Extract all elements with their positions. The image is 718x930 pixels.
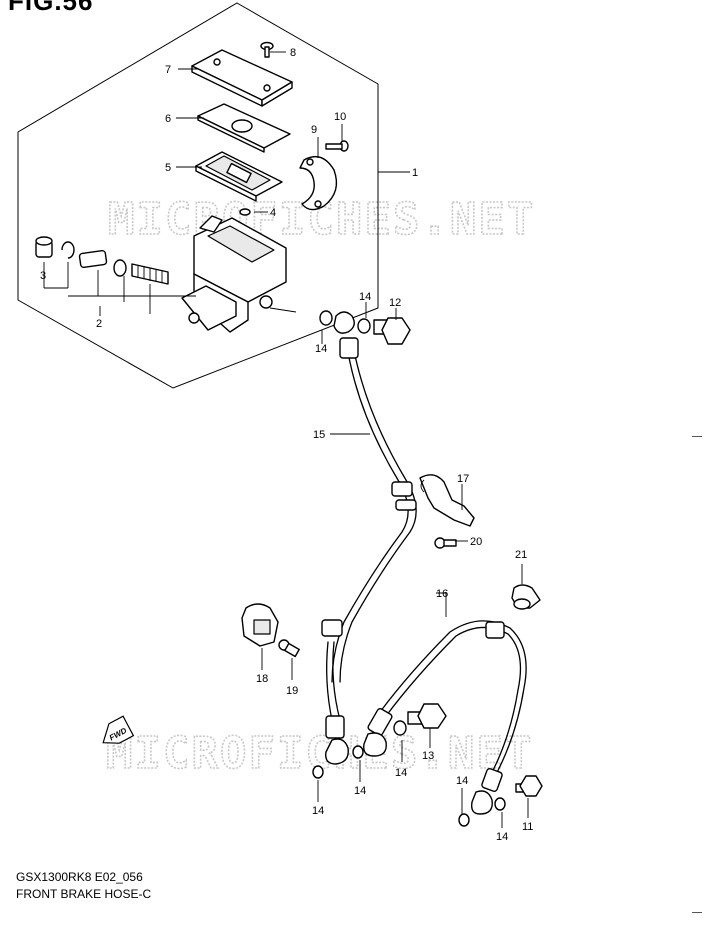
- diaphragm-plate: [197, 103, 291, 153]
- bolt-20: [434, 537, 457, 549]
- callout-18: 18: [256, 673, 268, 685]
- watermark-top: MICROFICHES.NET: [108, 194, 535, 245]
- callout-3: 3: [40, 270, 46, 282]
- holder-clamp: [299, 156, 338, 211]
- callout-8: 8: [290, 47, 296, 59]
- callout-5: 5: [165, 162, 171, 174]
- callout-14-d: 14: [354, 785, 366, 797]
- callout-19: 19: [286, 685, 298, 697]
- fwd-arrow-icon: FWD: [102, 715, 135, 744]
- hose-clamp-17: [419, 474, 475, 527]
- master-cylinder-body: [181, 215, 297, 333]
- callout-14-b: 14: [315, 343, 327, 355]
- washers: [312, 745, 506, 827]
- callout-20: 20: [470, 536, 482, 548]
- callout-14-f: 14: [456, 775, 468, 787]
- callout-9: 9: [311, 124, 317, 136]
- callout-numbers: 1 2 3 4 5 6 7 8 9 10 11 12 13 14 14 14 1…: [40, 47, 533, 843]
- callout-6: 6: [165, 113, 171, 125]
- callout-12: 12: [389, 297, 401, 309]
- callout-4: 4: [270, 207, 276, 219]
- reservoir-cap: [191, 49, 293, 107]
- callout-14-c: 14: [395, 767, 407, 779]
- callout-16: 16: [436, 588, 448, 600]
- piston-set: [35, 236, 169, 285]
- hose-clamp-18: [241, 603, 279, 647]
- hose-clamp-21: [511, 584, 541, 610]
- upper-brake-hose: [319, 310, 417, 765]
- callout-7: 7: [165, 64, 171, 76]
- union-bolt-11: [515, 775, 543, 797]
- assembly-outline: [17, 2, 379, 389]
- union-bolt-upper: [357, 317, 411, 345]
- callout-15: 15: [313, 429, 325, 441]
- clamp-bolt: [325, 140, 349, 152]
- callout-14-e: 14: [312, 805, 324, 817]
- figure-name: FRONT BRAKE HOSE-C: [16, 887, 152, 901]
- figure-title: FIG.56: [8, 0, 94, 16]
- small-screw: [239, 208, 251, 216]
- leader-lines: [43, 51, 529, 828]
- callout-14-a: 14: [359, 291, 371, 303]
- callout-21: 21: [515, 549, 527, 561]
- diaphragm: [195, 151, 283, 202]
- callout-11: 11: [522, 821, 533, 833]
- callout-13: 13: [422, 750, 434, 762]
- callout-14-g: 14: [496, 831, 508, 843]
- screw: [260, 41, 274, 58]
- callout-1: 1: [412, 167, 418, 179]
- callout-10: 10: [334, 111, 346, 123]
- bolt-19: [278, 639, 300, 658]
- lower-brake-hose: [363, 620, 527, 815]
- union-bolt-13: [393, 703, 447, 736]
- model-code: GSX1300RK8 E02_056: [16, 870, 143, 884]
- callout-17: 17: [457, 473, 469, 485]
- callout-2: 2: [96, 318, 102, 330]
- margin-tick-mark: [692, 436, 702, 437]
- margin-tick-mark: [692, 912, 702, 913]
